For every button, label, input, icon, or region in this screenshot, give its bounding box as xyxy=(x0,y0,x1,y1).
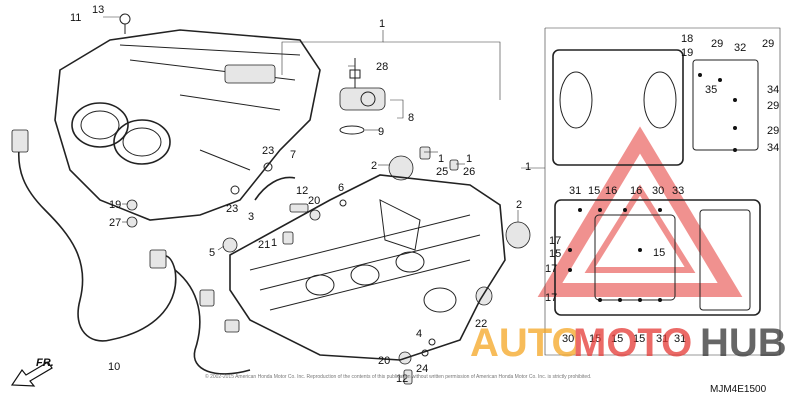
callout-1: 1 xyxy=(438,153,444,165)
callout-18: 19 xyxy=(109,199,121,211)
callout-14: 15 xyxy=(588,185,600,197)
callout-30: 31 xyxy=(569,185,581,197)
solenoid-valve-drawing xyxy=(339,58,386,135)
callout-26: 27 xyxy=(109,217,121,229)
callout-28: 29 xyxy=(767,100,779,112)
wire-harness-drawing xyxy=(11,129,251,375)
callout-10: 10 xyxy=(108,361,120,373)
crankcase-drawing xyxy=(229,174,506,361)
callout-34: 35 xyxy=(705,84,717,96)
callout-9: 9 xyxy=(378,126,384,138)
callout-numbers: 1 1 1 1 1 2 2 4 5 6 7 8 9 10 11 12 12 13… xyxy=(70,4,779,385)
callout-2: 2 xyxy=(371,160,377,172)
watermark-auto: AUTO xyxy=(470,321,583,365)
callout-18: 19 xyxy=(681,47,693,59)
callout-14: 15 xyxy=(589,333,601,345)
front-direction-arrow-icon xyxy=(10,361,53,387)
callout-15: 16 xyxy=(605,185,617,197)
callout-1: 1 xyxy=(466,153,472,165)
callout-19: 20 xyxy=(308,195,320,207)
callout-28: 29 xyxy=(711,38,723,50)
callout-12: 12 xyxy=(396,373,408,385)
callout-16: 17 xyxy=(545,263,557,275)
callout-16: 17 xyxy=(549,235,561,247)
callout-17: 18 xyxy=(681,33,693,45)
callout-14: 15 xyxy=(633,333,645,345)
callout-30: 31 xyxy=(656,333,668,345)
callout-30: 31 xyxy=(674,333,686,345)
callout-1: 1 xyxy=(525,161,531,173)
callout-28: 29 xyxy=(767,125,779,137)
callout-28: 29 xyxy=(762,38,774,50)
leader-lines xyxy=(103,16,545,251)
watermark-hub: HUB xyxy=(700,321,787,365)
callout-3: 3 xyxy=(248,211,254,223)
upper-case-bolt-inset xyxy=(544,27,781,356)
callout-14: 15 xyxy=(653,247,665,259)
diagram-code: MJM4E1500 xyxy=(710,384,767,395)
callout-23: 24 xyxy=(416,363,428,375)
small-parts-drawing xyxy=(126,146,531,385)
callout-33: 34 xyxy=(767,84,779,96)
callout-29: 30 xyxy=(652,185,664,197)
callout-22: 23 xyxy=(226,203,238,215)
callout-2: 2 xyxy=(516,199,522,211)
callout-6: 6 xyxy=(338,182,344,194)
callout-7: 7 xyxy=(290,149,296,161)
callout-22: 23 xyxy=(262,145,274,157)
callout-27: 28 xyxy=(376,61,388,73)
watermark-text: AUTO MOTO HUB xyxy=(470,321,787,365)
callout-20: 21 xyxy=(258,239,270,251)
callout-1: 1 xyxy=(271,237,277,249)
callout-16: 17 xyxy=(545,292,557,304)
callout-14: 15 xyxy=(549,248,561,260)
callout-15: 16 xyxy=(630,185,642,197)
watermark-moto: MOTO xyxy=(573,321,692,365)
watermark-logo xyxy=(537,126,743,297)
callout-14: 15 xyxy=(611,333,623,345)
callout-12: 12 xyxy=(296,185,308,197)
cylinder-block-drawing xyxy=(54,13,321,221)
callout-24: 25 xyxy=(436,166,448,178)
callout-31: 32 xyxy=(734,42,746,54)
callout-5: 5 xyxy=(209,247,215,259)
copyright-notice: © 2002-2015 American Honda Motor Co. Inc… xyxy=(205,373,591,380)
bolt-position-markers xyxy=(568,73,737,302)
callout-1: 1 xyxy=(379,18,385,30)
callout-29: 30 xyxy=(562,333,574,345)
callout-32: 33 xyxy=(672,185,684,197)
callout-19: 20 xyxy=(378,355,390,367)
direction-label: FR. xyxy=(36,357,54,369)
callout-21: 22 xyxy=(475,318,487,330)
callout-33: 34 xyxy=(767,142,779,154)
callout-4: 4 xyxy=(416,328,422,340)
lower-case-bolt-inset xyxy=(554,199,761,316)
callout-11: 11 xyxy=(70,12,81,24)
callout-25: 26 xyxy=(463,166,475,178)
callout-8: 8 xyxy=(408,112,414,124)
callout-13: 13 xyxy=(92,4,104,16)
